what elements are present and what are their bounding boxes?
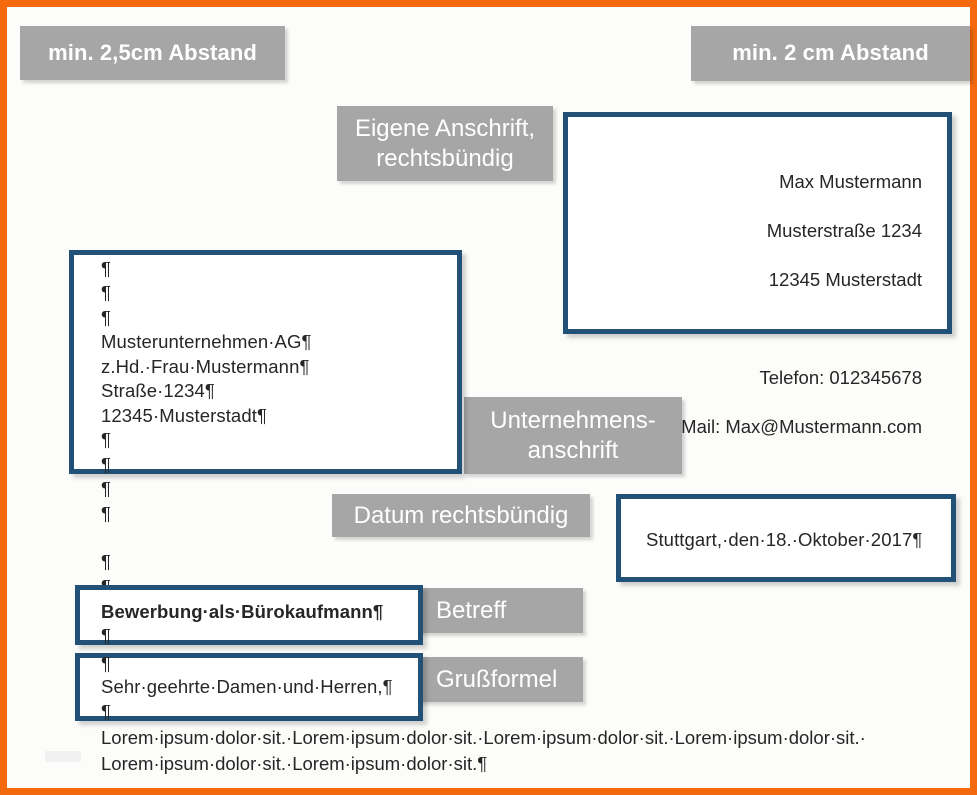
subject-pilcrow-bottom: ¶ — [101, 625, 112, 646]
salutation-box — [75, 653, 423, 721]
subject-text: Bewerbung·als·Bürokaufmann¶ — [101, 601, 384, 622]
callout-date-right: Datum rechtsbündig — [332, 494, 590, 537]
subject-box — [75, 585, 423, 645]
page-artifact-smudge — [45, 751, 81, 762]
callout-own-address: Eigene Anschrift, rechtsbündig — [337, 106, 553, 181]
sender-address-text: Max Mustermann Musterstraße 1234 12345 M… — [681, 145, 922, 464]
sender-blank-line — [681, 317, 922, 342]
callout-margin-right: min. 2 cm Abstand — [691, 26, 970, 81]
recipient-attention: z.Hd.·Frau·Mustermann¶ — [101, 356, 310, 377]
sender-address-box: Max Mustermann Musterstraße 1234 12345 M… — [563, 112, 952, 437]
recipient-line-8: ¶ — [101, 429, 112, 450]
recipient-address-box — [69, 250, 462, 474]
recipient-line-9: ¶ — [101, 454, 112, 475]
sender-mail: Mail: Max@Mustermann.com — [681, 415, 922, 437]
recipient-line-2: ¶ — [101, 282, 112, 303]
callout-salutation: Grußformel — [417, 657, 583, 702]
gap-pilcrow-1: ¶ — [101, 478, 112, 499]
sender-phone: Telefon: 012345678 — [759, 366, 922, 388]
salutation-pilcrow-top: ¶ — [101, 653, 112, 674]
salutation-text: Sehr·geehrte·Damen·und·Herren,¶ — [101, 676, 393, 697]
recipient-line-3: ¶ — [101, 307, 112, 328]
date-box — [616, 494, 956, 582]
recipient-street: Straße·1234¶ — [101, 380, 215, 401]
date-text: Stuttgart,·den·18.·Oktober·2017¶ — [646, 529, 923, 550]
sender-street: Musterstraße 1234 — [766, 219, 922, 241]
callout-subject: Betreff — [417, 588, 583, 633]
callout-margin-left: min. 2,5cm Abstand — [20, 26, 285, 80]
body-paragraph: Lorem·ipsum·dolor·sit.·Lorem·ipsum·dolor… — [101, 727, 866, 774]
sender-name: Max Mustermann — [779, 170, 922, 192]
recipient-company: Musterunternehmen·AG¶ — [101, 331, 312, 352]
sender-city: 12345 Musterstadt — [768, 268, 922, 290]
page-canvas: min. 2,5cm Abstand min. 2 cm Abstand Eig… — [7, 7, 970, 788]
recipient-line-1: ¶ — [101, 258, 112, 279]
gap-pilcrow-3: ¶ — [101, 551, 112, 572]
callout-company-address: Unternehmens- anschrift — [464, 397, 682, 474]
recipient-city: 12345·Musterstadt¶ — [101, 405, 267, 426]
gap-pilcrow-2: ¶ — [101, 503, 112, 524]
salutation-pilcrow-bottom: ¶ — [101, 701, 112, 722]
